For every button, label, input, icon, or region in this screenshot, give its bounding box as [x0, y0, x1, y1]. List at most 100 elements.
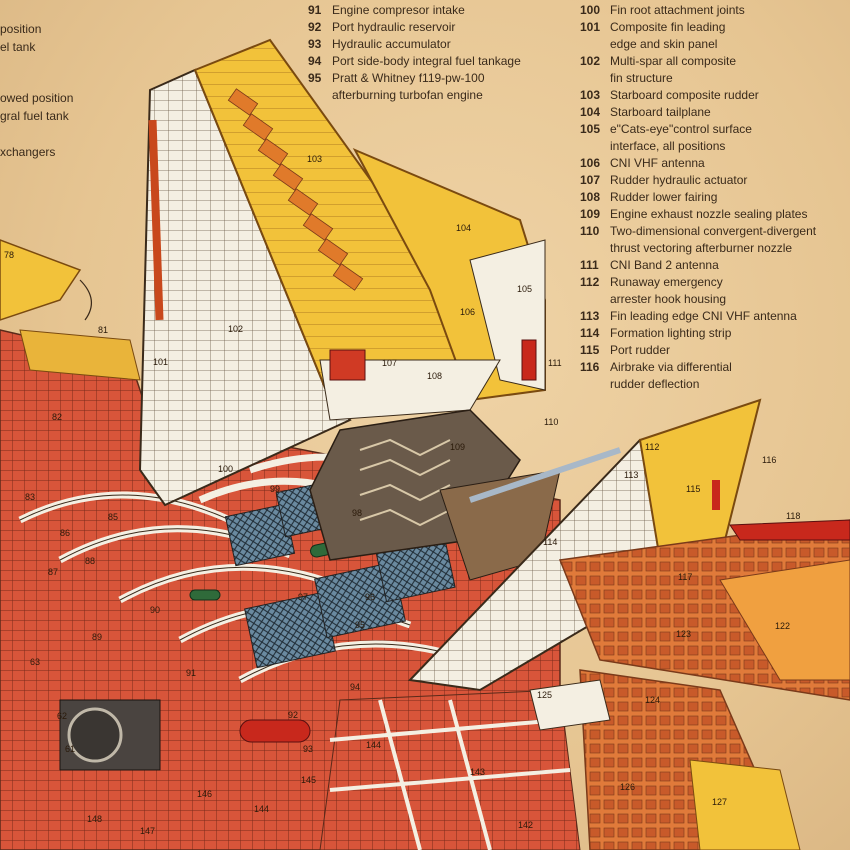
port-tailplane-hinge: [19, 329, 141, 381]
callout-number: 98: [352, 508, 362, 518]
callout-number: 110: [544, 417, 558, 427]
lower-panel-lines: [329, 699, 571, 850]
callout-number: 123: [676, 629, 691, 639]
legend-right-item-description: Airbrake via differential rudder deflect…: [610, 360, 732, 391]
callout-number: 116: [762, 455, 776, 465]
legend-mid-item-description: Port hydraulic reservoir: [332, 20, 456, 34]
callout-labels: 7881828385868788899091929394959697989910…: [4, 154, 800, 836]
legend-right-item: 111 CNI Band 2 antenna: [580, 257, 816, 274]
callout-number: 86: [60, 528, 70, 538]
callout-number: 88: [85, 556, 95, 566]
callout-number: 147: [140, 826, 155, 836]
legend-right-item-description: e"Cats-eye"control surface interface, al…: [610, 122, 752, 153]
legend-right-item-number: 113: [580, 309, 600, 323]
callout-number: 142: [518, 820, 533, 830]
deflection-arrow: [79, 279, 92, 321]
legend-right-item-description: Multi-spar all composite fin structure: [610, 54, 737, 85]
callout-number: 97: [298, 592, 308, 602]
callout-number: 111: [548, 358, 562, 368]
callout-number: 107: [382, 358, 397, 368]
callout-number: 114: [543, 537, 557, 547]
legend-right-item-number: 100: [580, 3, 601, 17]
callout-number: 103: [307, 154, 322, 164]
callout-number: 127: [712, 797, 727, 807]
legend-right-item: 109 Engine exhaust nozzle sealing plates: [580, 206, 816, 223]
callout-number: 109: [450, 442, 465, 452]
callout-number: 96: [365, 592, 375, 602]
legend-right-item-description: Two-dimensional convergent-divergent thr…: [610, 224, 817, 255]
legend-right-item-number: 114: [580, 326, 600, 340]
left-fragment-5: xchangers: [0, 145, 56, 159]
callout-number: 126: [620, 782, 635, 792]
callout-number: 124: [645, 695, 660, 705]
cni-band2-antenna-panel: [521, 339, 537, 381]
callout-number: 100: [218, 464, 233, 474]
legend-right-item-description: Engine exhaust nozzle sealing plates: [610, 207, 808, 221]
legend-mid-item: 91 Engine compresor intake: [308, 2, 521, 19]
left-fragment-3: owed position: [0, 91, 74, 105]
legend-mid-item-number: 94: [308, 54, 322, 68]
callout-number: 143: [470, 767, 485, 777]
callout-number: 125: [537, 690, 552, 700]
legend-right-item-description: Rudder lower fairing: [610, 190, 718, 204]
left-fragment-4: gral fuel tank: [0, 109, 69, 123]
callout-number: 104: [456, 223, 471, 233]
legend-right-item-number: 115: [580, 343, 600, 357]
callout-number: 83: [25, 492, 35, 502]
callout-number: 117: [678, 572, 692, 582]
legend-right-item-number: 106: [580, 156, 601, 170]
callout-number: 62: [57, 711, 67, 721]
legend-right-item-number: 105: [580, 122, 601, 136]
fuel-tank-cells: [319, 689, 581, 850]
legend-right-item-number: 109: [580, 207, 601, 221]
callout-number: 81: [98, 325, 108, 335]
legend-mid-item-number: 91: [308, 3, 322, 17]
callout-number: 144: [254, 804, 269, 814]
callout-number: 85: [108, 512, 118, 522]
callout-number: 102: [228, 324, 243, 334]
legend-mid-item-description: Engine compresor intake: [332, 3, 465, 17]
callout-number: 106: [460, 307, 475, 317]
legend-mid-item-description: Pratt & Whitney f119-pw-100 afterburning…: [332, 71, 485, 102]
legend-right-item-description: Port rudder: [610, 343, 671, 357]
callout-number: 94: [350, 682, 360, 692]
legend-right-item-description: Fin leading edge CNI VHF antenna: [610, 309, 797, 323]
callout-number: 82: [52, 412, 62, 422]
stabilator-trailing: [719, 559, 850, 681]
callout-number: 93: [303, 744, 313, 754]
callout-number: 113: [624, 470, 638, 480]
rudder-slats: [227, 88, 364, 291]
hydraulic-pipes: [59, 511, 421, 771]
callout-number: 99: [270, 484, 280, 494]
fin-leading-edge-strip: [148, 119, 164, 321]
callout-number: 105: [517, 284, 532, 294]
callout-number: 144: [366, 740, 381, 750]
legend-right-item-description: Rudder hydraulic actuator: [610, 173, 748, 187]
legend-right-item-number: 111: [580, 258, 599, 272]
port-wing-flap: [689, 759, 801, 850]
rudder-actuator: [329, 349, 366, 381]
legend-mid-item-description: Port side-body integral fuel tankage: [332, 54, 521, 68]
callout-number: 118: [786, 511, 800, 521]
legend-right-item-number: 110: [580, 224, 600, 238]
legend-right-item-description: CNI Band 2 antenna: [610, 258, 719, 272]
legend-mid-item-number: 95: [308, 71, 322, 85]
callout-number: 61: [65, 744, 75, 754]
legend-mid-item: 94 Port side-body integral fuel tankage: [308, 53, 521, 70]
callout-number: 63: [30, 657, 40, 667]
legend-mid-item-description: Hydraulic accumulator: [332, 37, 451, 51]
legend-right-item-number: 116: [580, 360, 600, 374]
legend-right-item: 113 Fin leading edge CNI VHF antenna: [580, 308, 816, 325]
